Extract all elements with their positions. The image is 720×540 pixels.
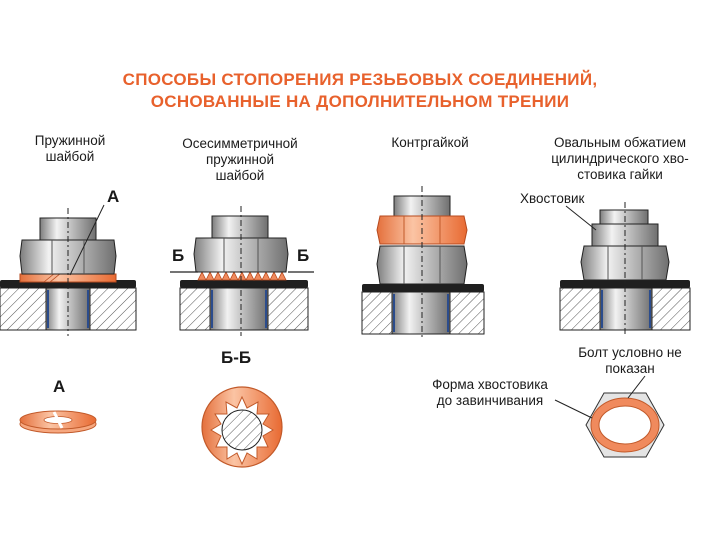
figure-axisymmetric-washer [170,206,314,336]
section-bb-toothed-washer [201,386,283,468]
caption-line: цилиндрического хво- [551,151,689,166]
caption-line: пружинной [205,152,275,167]
plate-left [0,287,47,331]
leader-a [69,204,105,276]
bolt-end [211,215,269,239]
label-a-top: А [107,187,120,206]
label-b-right: Б [297,246,310,265]
bolt-shank [391,291,451,335]
plate-top [180,280,308,288]
title-line-1: СПОСОБЫ СТОПОРЕНИЯ РЕЗЬБОВЫХ СОЕДИНЕНИЙ, [122,70,598,89]
tail-shape-view [554,375,665,458]
plate-right [267,287,309,331]
title-line-2: ОСНОВАННЫЕ НА ДОПОЛНИТЕЛЬНОМ ТРЕНИИ [150,92,570,111]
toothed-washer [197,271,287,281]
caption-line: Контргайкой [391,135,469,150]
figure-oval-crimp [559,202,691,336]
caption-line: стовика гайки [577,167,663,182]
note-line: Болт условно не [578,345,682,360]
label-b-left: Б [172,246,185,265]
caption-line: шайбой [45,149,95,164]
label-a-view: А [53,377,66,396]
plate-right [651,287,691,331]
caption-oval-crimp: Овальным обжатием цилиндрического хво- с… [530,135,710,183]
note-line: показан [605,361,655,376]
plate-left [179,287,211,331]
view-a-split-washer [19,410,97,434]
plate-left [559,287,601,331]
figure-lock-nut [361,186,485,340]
nut [19,239,117,275]
label-tail-shape: Форма хвостовика до завинчивания [410,377,570,409]
plate-top [362,284,484,292]
caption-line: Овальным обжатием [554,135,686,150]
caption-line: Осесимметричной [182,136,298,151]
caption-spring-washer: Пружинной шайбой [10,133,130,165]
note-line: до завинчивания [436,393,544,408]
bolt-shank [209,287,269,331]
figure-spring-washer [0,204,137,336]
leader-tail [565,205,597,231]
bolt-end [599,209,649,225]
caption-lock-nut: Контргайкой [360,135,500,151]
note-line: Форма хвостовика [432,377,548,392]
caption-axisymmetric-washer: Осесимметричной пружинной шайбой [165,136,315,184]
plate-right [89,287,137,331]
plate-left [361,291,393,335]
plate-right [449,291,485,335]
label-tail: Хвостовик [520,191,585,206]
caption-line: Пружинной [34,133,106,148]
label-bolt-note: Болт условно не показан [555,345,705,377]
caption-line: шайбой [215,168,265,183]
label-section-bb: Б-Б [221,348,252,367]
plate-top [560,280,690,288]
bolt-shank [599,287,653,331]
nut [193,237,289,273]
